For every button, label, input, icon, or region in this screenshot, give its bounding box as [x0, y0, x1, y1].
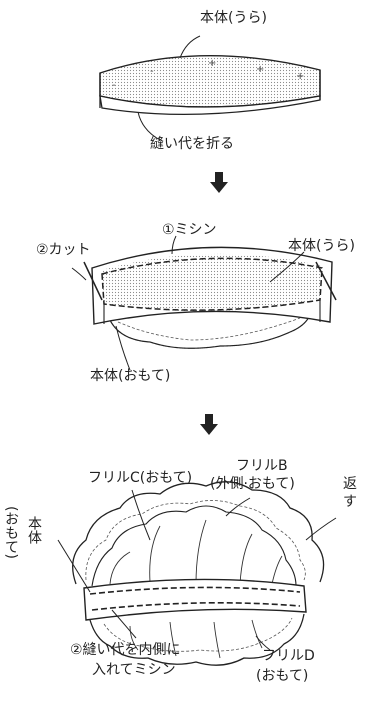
step1-body-piece: - - + + + [99, 55, 321, 116]
step3-stitch-top [89, 586, 301, 595]
label-frill-c: フリルC(おもて) [88, 470, 193, 486]
svg-text:+: + [296, 71, 304, 82]
leader-step1-fold [137, 111, 161, 141]
leader-step2-sew [171, 235, 177, 255]
step3-piece [72, 481, 325, 666]
label-step1-fold-allowance: 縫い代を折る [150, 136, 234, 152]
leader-turn [305, 517, 337, 541]
leader-step2-back [269, 251, 305, 283]
cut-mark-right [315, 261, 337, 301]
leader-frill-c [131, 489, 151, 541]
label-frill-d-line2: (おもて) [256, 668, 309, 684]
svg-text:-: - [150, 66, 154, 77]
arrow-down-icon [200, 414, 218, 435]
label-turn-line1: 返 [343, 476, 357, 492]
step3-stitch-bottom [91, 602, 301, 611]
arrow-down-icon [210, 172, 228, 193]
label-body-vertical: 本体 [26, 516, 42, 544]
cut-mark-left [83, 261, 103, 301]
label-step2-cut: ②カット [36, 242, 91, 258]
label-sew-inner-line2: 入れてミシン [92, 662, 176, 678]
label-step2-body-back: 本体(うら) [288, 238, 355, 254]
leader-frill-b [225, 497, 251, 517]
leader-sew-inner [111, 609, 137, 639]
label-step1-body-back: 本体(うら) [200, 10, 267, 26]
leader-step2-cut [71, 267, 87, 281]
label-frill-b-line2: (外側·おもて) [210, 476, 295, 492]
leader-step2-front [115, 325, 131, 371]
step3-body-band [83, 578, 307, 621]
label-step2-body-front: 本体(おもて) [90, 368, 171, 384]
leader-frill-d [255, 635, 271, 651]
step2-piece [83, 246, 337, 349]
leader-step1-body [179, 35, 201, 59]
label-step2-sewing: ①ミシン [162, 222, 217, 238]
label-sew-inner-line1: ②縫い代を内側に [70, 642, 181, 658]
label-frill-b-line1: フリルB [236, 458, 288, 474]
leader-body-vertical [57, 539, 91, 593]
step2-dotted [102, 253, 322, 312]
label-body-vertical-paren: (おもて) [3, 506, 19, 559]
svg-text:-: - [112, 80, 116, 91]
svg-text:+: + [208, 58, 216, 69]
frill-d-ruffle [89, 613, 305, 666]
label-frill-d-line1: フリルD [262, 648, 315, 664]
frill-c-ruffle [91, 505, 297, 587]
label-turn-line2: す [343, 494, 357, 510]
svg-text:+: + [256, 64, 264, 75]
step2-frill-lace [109, 314, 311, 349]
